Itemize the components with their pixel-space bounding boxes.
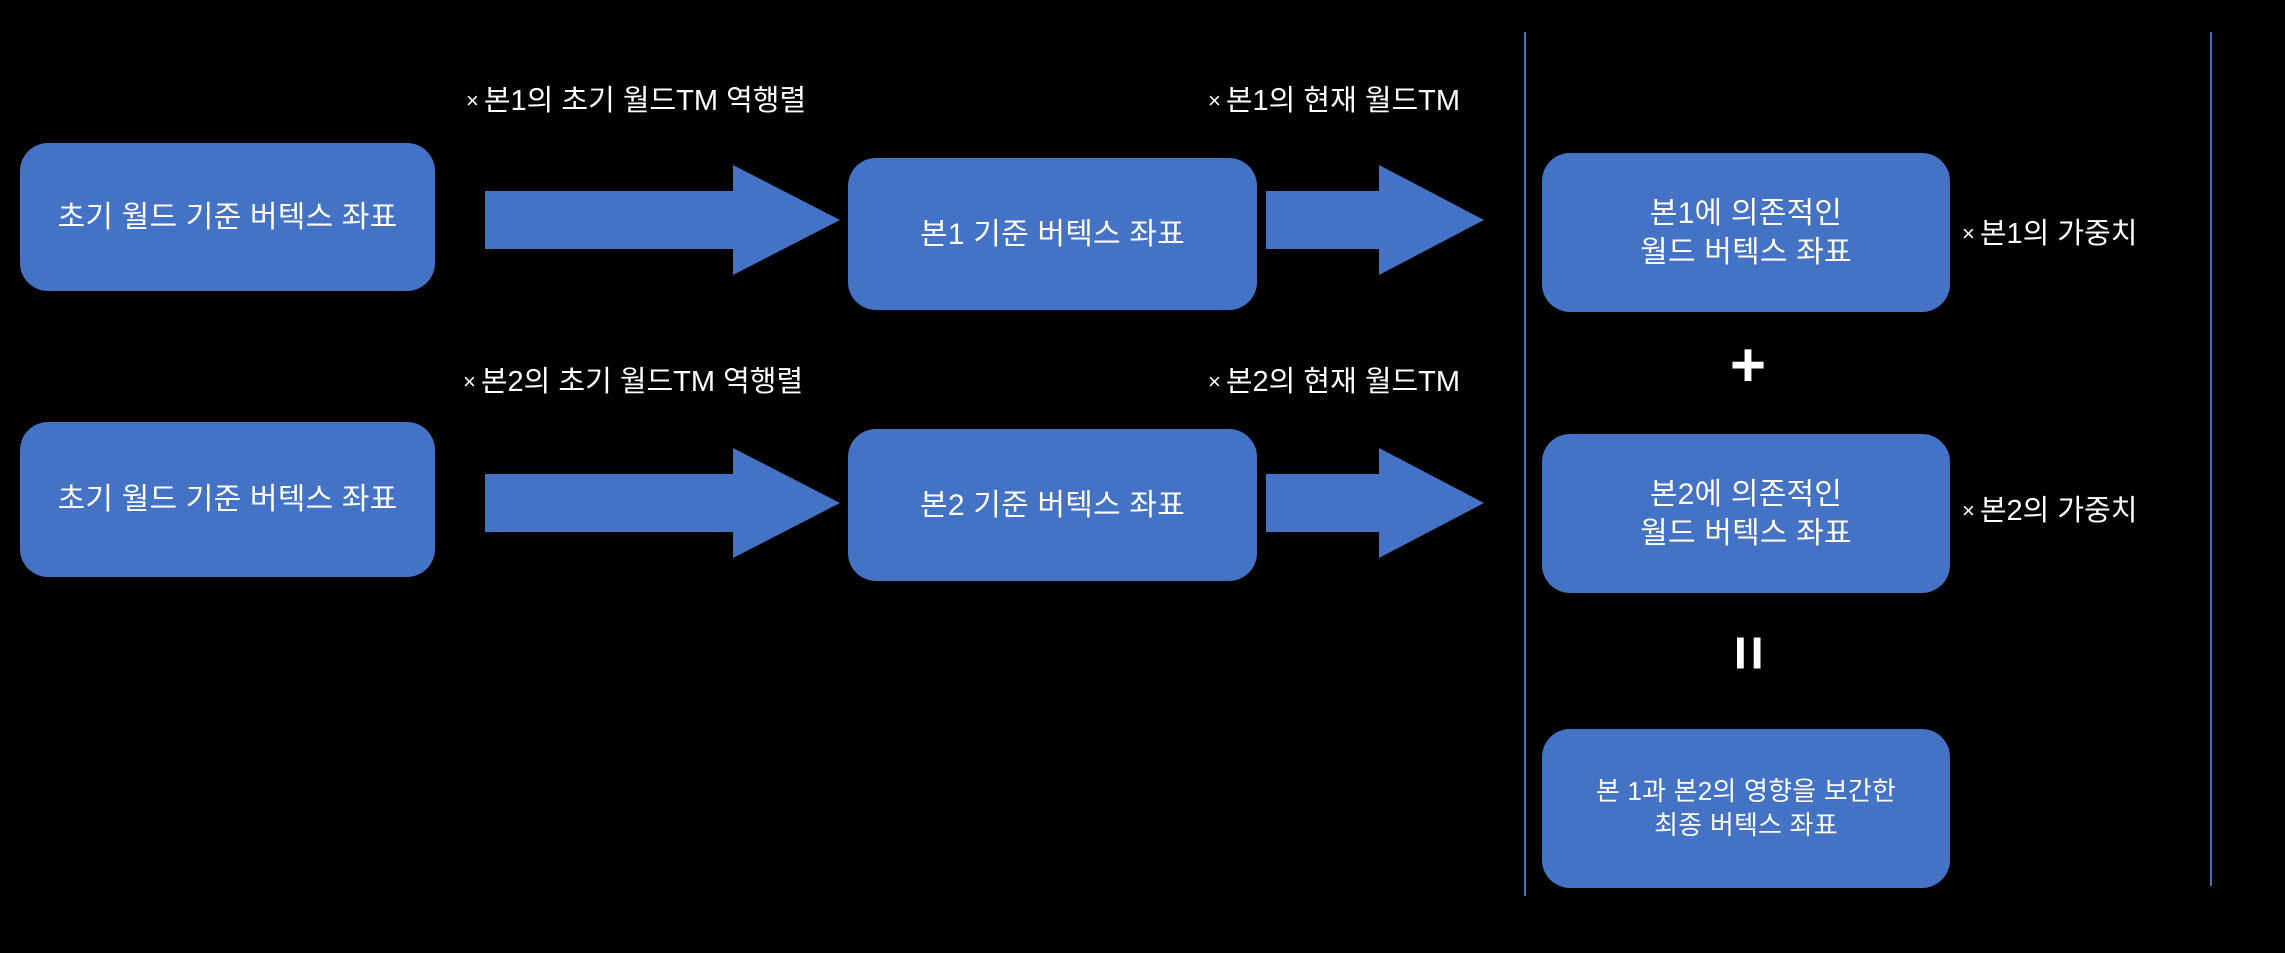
label-bone2-weight: ×본2의 가중치 bbox=[1962, 497, 2137, 526]
right-block-arrow-icon bbox=[1266, 448, 1484, 558]
multiply-symbol-icon: × bbox=[1208, 88, 1221, 113]
label-bone1-current-worldtm: ×본1의 현재 월드TM bbox=[1208, 87, 1460, 116]
label-text: 본2의 초기 월드TM 역행렬 bbox=[480, 366, 804, 398]
label-text: 본1의 초기 월드TM 역행렬 bbox=[483, 85, 807, 117]
right-block-arrow-icon bbox=[1266, 165, 1484, 275]
multiply-symbol-icon: × bbox=[463, 369, 476, 394]
plus-symbol-icon: + bbox=[1729, 331, 1767, 400]
label-bone2-inverse-initial-worldtm: ×본2의 초기 월드TM 역행렬 bbox=[463, 368, 803, 397]
box-final-blended-vertex[interactable]: 본 1과 본2의 영향을 보간한 최종 버텍스 좌표 bbox=[1542, 729, 1950, 888]
box-bone2-dependent-world-vertex[interactable]: 본2에 의존적인 월드 버텍스 좌표 bbox=[1542, 434, 1950, 593]
label-text: 본1의 가중치 bbox=[1979, 218, 2138, 250]
label-bone1-inverse-initial-worldtm: ×본1의 초기 월드TM 역행렬 bbox=[466, 87, 806, 116]
multiply-symbol-icon: × bbox=[1962, 221, 1975, 246]
box-bone2-space-vertex[interactable]: 본2 기준 버텍스 좌표 bbox=[848, 429, 1257, 581]
multiply-symbol-icon: × bbox=[1208, 369, 1221, 394]
box-bone1-space-vertex[interactable]: 본1 기준 버텍스 좌표 bbox=[848, 158, 1257, 310]
label-text: 본2의 가중치 bbox=[1979, 495, 2138, 527]
box-initial-world-vertex-bone2[interactable]: 초기 월드 기준 버텍스 좌표 bbox=[20, 422, 435, 577]
multiply-symbol-icon: × bbox=[1962, 498, 1975, 523]
label-bone1-weight: ×본1의 가중치 bbox=[1962, 220, 2137, 249]
box-initial-world-vertex-bone1[interactable]: 초기 월드 기준 버텍스 좌표 bbox=[20, 143, 435, 291]
multiply-symbol-icon: × bbox=[466, 88, 479, 113]
box-bone1-dependent-world-vertex[interactable]: 본1에 의존적인 월드 버텍스 좌표 bbox=[1542, 153, 1950, 312]
label-text: 본2의 현재 월드TM bbox=[1225, 366, 1461, 398]
right-block-arrow-icon bbox=[485, 165, 840, 275]
divider-line-left bbox=[1524, 32, 1526, 896]
label-text: 본1의 현재 월드TM bbox=[1225, 85, 1461, 117]
equals-symbol-icon: = bbox=[1714, 634, 1783, 672]
right-block-arrow-icon bbox=[485, 448, 840, 558]
divider-line-right bbox=[2210, 32, 2212, 886]
label-bone2-current-worldtm: ×본2의 현재 월드TM bbox=[1208, 368, 1460, 397]
